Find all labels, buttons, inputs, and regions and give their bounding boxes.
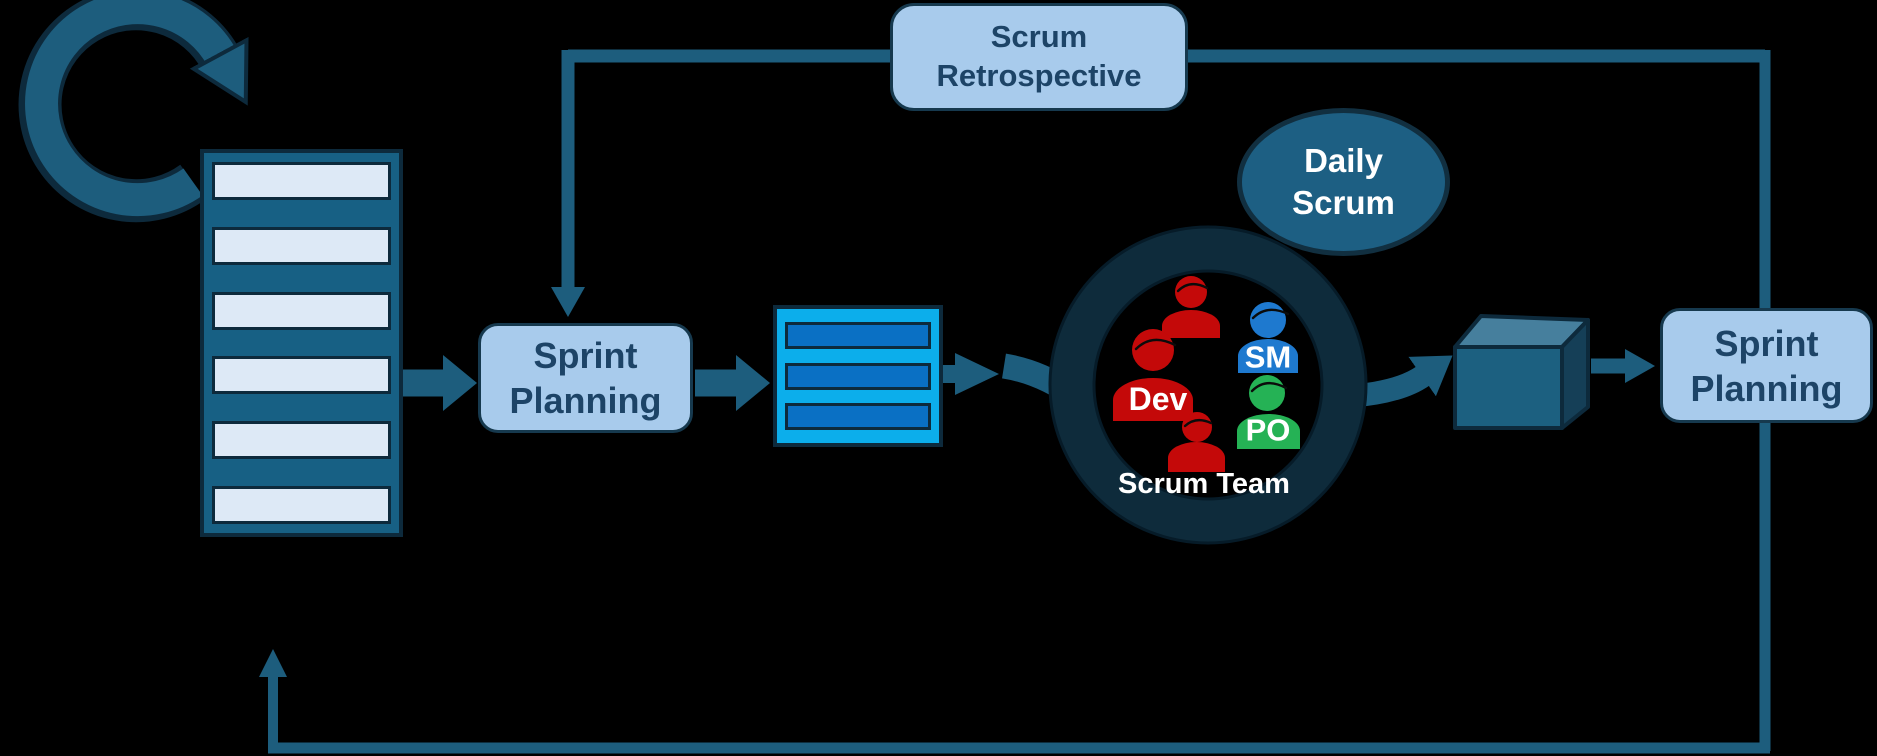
sprint-backlog-item: [785, 322, 931, 350]
daily-scrum-ellipse: Daily Scrum: [1237, 108, 1450, 256]
iteration-loop-arrow: [18, 0, 222, 223]
scrum-master-role-label: SM: [1245, 340, 1292, 375]
product-backlog-item: [212, 291, 391, 330]
scrum-retrospective-box: Scrum Retrospective: [890, 3, 1188, 111]
scrum-master-person-icon: SM: [1238, 302, 1298, 375]
scrum-team-circle: [1048, 225, 1368, 545]
product-backlog-item: [212, 421, 391, 460]
product-owner-person-icon: PO: [1237, 375, 1300, 449]
product-backlog-item: [212, 226, 391, 265]
sprint-planning-box-right: Sprint Planning: [1660, 308, 1873, 423]
sprint-planning-right-label: Sprint Planning: [1690, 322, 1843, 409]
increment-cube-icon: [1453, 314, 1590, 430]
sprint-planning-left-label: Sprint Planning: [509, 335, 662, 421]
sprint-backlog-item: [785, 362, 931, 390]
product-backlog-item: [212, 356, 391, 395]
product-backlog-item: [212, 162, 391, 200]
developer-role-label: Dev: [1129, 381, 1188, 417]
scrum-retrospective-label: Scrum Retrospective: [936, 19, 1142, 93]
scrum-team-label: Scrum Team: [1118, 468, 1290, 500]
sprint-backlog-stack: [773, 305, 943, 447]
developer-person-icon-bottom: [1168, 412, 1225, 472]
sprint-planning-box-left: Sprint Planning: [478, 323, 693, 433]
product-backlog-stack: [200, 149, 403, 537]
sprint-backlog-item: [785, 402, 931, 430]
developer-person-icon-top: [1162, 276, 1220, 338]
developer-person-icon-main: Dev: [1113, 329, 1193, 421]
product-owner-role-label: PO: [1246, 413, 1291, 448]
product-backlog-item: [212, 485, 391, 524]
daily-scrum-label: Daily Scrum: [1292, 141, 1395, 221]
